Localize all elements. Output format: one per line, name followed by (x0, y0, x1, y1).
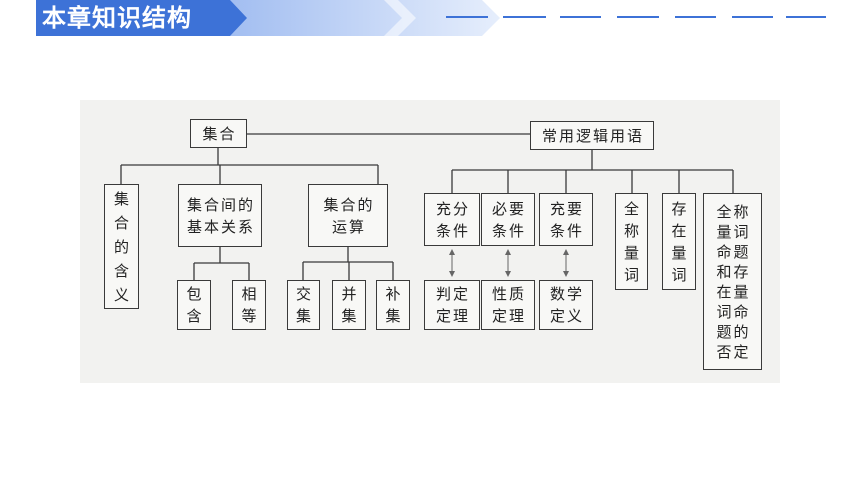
node-existential-quantifier: 存在量词 (662, 193, 696, 290)
header-light-chevron (210, 0, 500, 36)
node-necessary-label: 必要条件 (491, 199, 526, 240)
node-negation: 全称量词命题和存在量词命题的否定 (703, 193, 762, 370)
node-sets-operations-label: 集合的运算 (323, 195, 375, 236)
header-dark-banner (36, 0, 247, 36)
node-logic: 常用逻辑用语 (530, 121, 654, 150)
node-equality: 相等 (232, 280, 266, 330)
node-equality-label: 相等 (241, 285, 259, 325)
node-property-theorem: 性质定理 (481, 280, 535, 330)
node-judgment-theorem: 判定定理 (424, 280, 480, 330)
node-math-definition: 数学定义 (539, 280, 593, 330)
node-sets-label: 集合 (202, 124, 237, 143)
node-intersection-label: 交集 (295, 285, 313, 325)
node-universal-quantifier: 全称量词 (615, 193, 648, 290)
node-sets-relations-label: 集合间的基本关系 (186, 195, 255, 236)
node-negation-label: 全称量词命题和存在量词命题的否定 (716, 202, 751, 361)
node-property-theorem-label: 性质定理 (491, 285, 526, 325)
node-logic-label: 常用逻辑用语 (541, 126, 644, 145)
node-sufficient-necessary-label: 充要条件 (549, 199, 584, 240)
node-universal-quantifier-label: 全称量词 (623, 199, 641, 284)
node-sets-relations: 集合间的基本关系 (178, 184, 262, 247)
node-sets-operations: 集合的运算 (308, 184, 388, 247)
node-inclusion: 包含 (177, 280, 211, 330)
node-sufficient-necessary: 充要条件 (539, 193, 593, 246)
node-union-label: 并集 (341, 285, 359, 325)
node-judgment-theorem-label: 判定定理 (435, 285, 470, 325)
node-necessary: 必要条件 (481, 193, 535, 246)
node-sets-meaning-label: 集合的含义 (113, 189, 131, 304)
node-sets: 集合 (190, 119, 247, 148)
node-math-definition-label: 数学定义 (549, 285, 584, 325)
node-inclusion-label: 包含 (186, 285, 204, 325)
node-complement: 补集 (376, 280, 410, 330)
header-chevron-stripe (384, 0, 416, 36)
node-existential-quantifier-label: 存在量词 (671, 199, 689, 284)
header-banner (36, 0, 826, 36)
page-title: 本章知识结构 (42, 4, 192, 32)
node-sufficient: 充分条件 (424, 193, 480, 246)
node-sets-meaning: 集合的含义 (104, 184, 139, 309)
node-complement-label: 补集 (385, 285, 403, 325)
node-union: 并集 (332, 280, 366, 330)
node-intersection: 交集 (287, 280, 320, 330)
node-sufficient-label: 充分条件 (435, 199, 470, 240)
